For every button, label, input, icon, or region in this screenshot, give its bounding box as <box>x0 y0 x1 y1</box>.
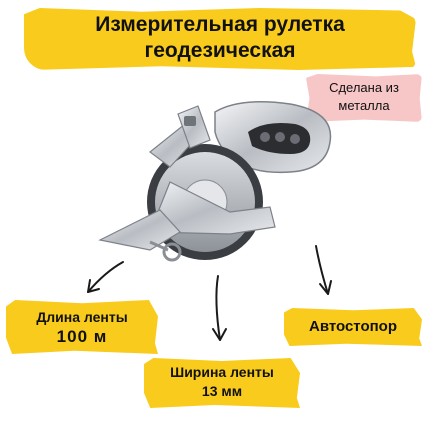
autostop-label: Автостопор <box>308 318 397 335</box>
tape-length-value: 100 м <box>56 327 108 346</box>
title-line-1: Измерительная рулетка <box>95 13 345 36</box>
title-line-2: геодезическая <box>144 39 296 62</box>
tape-length-label: Длина ленты 100 м <box>6 307 158 347</box>
arrow-head-icon <box>212 328 227 341</box>
autostop-label-background <box>284 308 422 346</box>
badge-line-2: металла <box>338 98 390 113</box>
width-label-background <box>144 358 300 408</box>
badge-line-1: Сделана из <box>329 80 399 95</box>
title-banner <box>24 8 416 70</box>
arrow-head-icon <box>319 280 332 295</box>
tape-length-title: Длина ленты <box>36 309 128 325</box>
arrow-icon <box>215 275 221 341</box>
tape-width-value: 13 мм <box>201 383 243 399</box>
tape-width-title: Ширина ленты <box>170 364 274 380</box>
tape-width-label: Ширина ленты 13 мм <box>144 363 300 401</box>
tape-measure-image <box>98 101 332 262</box>
metal-badge: Сделана из металла <box>306 79 422 115</box>
arrow-icon <box>87 261 124 293</box>
page-title: Измерительная рулетка геодезическая <box>24 12 416 64</box>
metal-badge-background <box>306 74 422 122</box>
length-label-background <box>6 300 158 354</box>
arrow-head-icon <box>87 279 100 293</box>
arrow-icon <box>315 245 329 295</box>
